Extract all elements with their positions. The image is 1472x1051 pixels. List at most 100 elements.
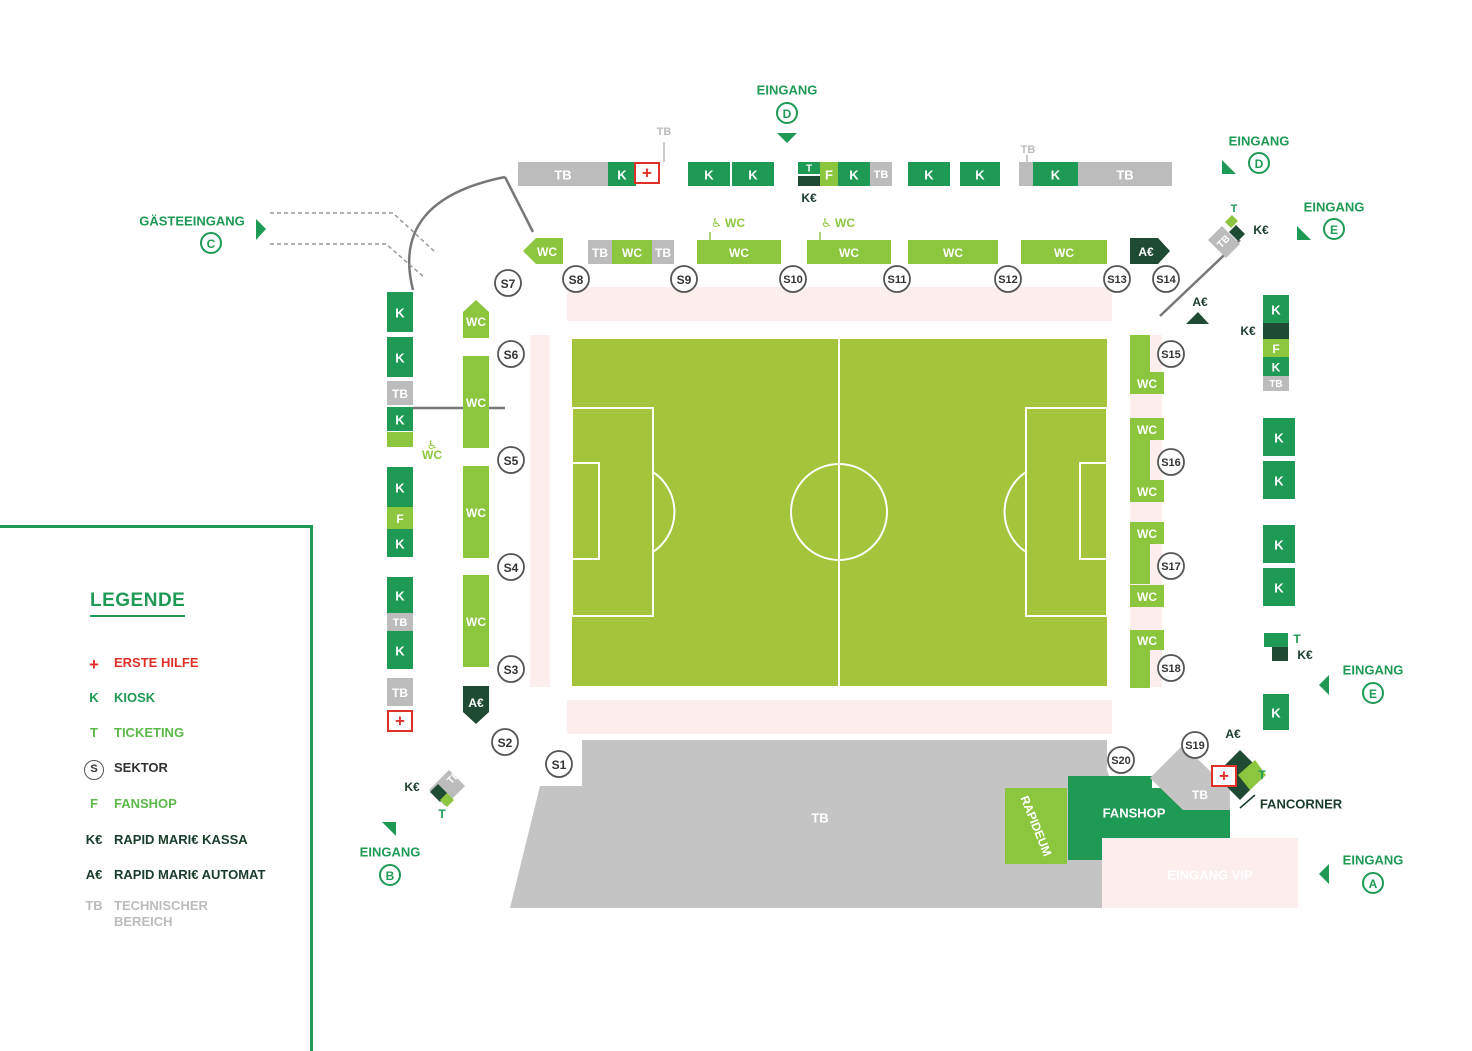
sector-s9-label: S9 — [677, 273, 692, 287]
west-kiosk-6-label: K — [395, 589, 405, 604]
east-tb-label: TB — [1269, 379, 1282, 390]
southwest-kasse-label: K€ — [404, 780, 420, 794]
sector-s15 — [1157, 340, 1185, 368]
fancorner-label: FANCORNER — [1260, 797, 1343, 812]
entrance-e-circle — [1323, 218, 1345, 240]
north-tb-2 — [870, 162, 892, 186]
entrance-e-lower-arrow — [1319, 675, 1329, 695]
first-aid-west-cross: + — [395, 712, 405, 731]
east-fanshop-f-label: F — [1272, 342, 1279, 356]
wc-north-2 — [612, 240, 652, 264]
wc-east-4-label: WC — [1137, 527, 1157, 541]
sector-s19 — [1181, 731, 1209, 759]
sector-s13-label: S13 — [1107, 274, 1127, 286]
north-kiosk-7 — [1033, 162, 1078, 186]
sector-s3 — [497, 655, 525, 683]
tb-southeast-label: TB — [1192, 788, 1208, 802]
legend-item: +ERSTE HILFE — [80, 655, 198, 675]
east-kiosk-1-label: K — [1271, 303, 1281, 318]
sector-s4 — [497, 553, 525, 581]
north-kiosk-2 — [688, 162, 730, 186]
tb-north-b — [652, 240, 674, 264]
sector-s3-label: S3 — [504, 663, 519, 677]
tb-north-a-label: TB — [592, 246, 608, 260]
wc-north-1-label: WC — [537, 245, 557, 259]
wc-west-4-label: WC — [466, 615, 486, 629]
wc-north-3-label: WC — [729, 246, 749, 260]
stand-south-tb — [510, 740, 1152, 908]
wc-north-6 — [1021, 240, 1107, 264]
north-fanshop-f-label: F — [825, 168, 833, 183]
pitch-goal-box-west — [571, 462, 600, 560]
north-kiosk-3-label: K — [748, 168, 758, 183]
wc-north-2-label: WC — [622, 246, 642, 260]
wc-west-3-label: WC — [466, 506, 486, 520]
north-tb-1-label: TB — [554, 168, 571, 183]
automat-north — [1130, 238, 1170, 264]
northeast-kasse — [1229, 225, 1245, 241]
north-ticketing-label: T — [806, 164, 812, 175]
north-ticketing — [798, 162, 820, 174]
wc-west-1 — [463, 300, 489, 338]
east-kiosk-4 — [1263, 461, 1295, 499]
west-kiosk-1 — [387, 292, 413, 332]
tb-southeast — [1150, 745, 1230, 810]
east-kiosk-5-label: K — [1274, 538, 1284, 553]
wc-west-1-label: WC — [466, 315, 486, 329]
sector-s11 — [883, 265, 911, 293]
north-kiosk-4-label: K — [849, 168, 859, 183]
sector-s10-label: S10 — [783, 274, 803, 286]
wc-east-strip-3 — [1130, 544, 1150, 584]
entrance-d-letter: D — [783, 107, 792, 121]
east-kasse-2 — [1272, 647, 1288, 661]
fancorner-pointer — [1239, 794, 1256, 809]
entrance-e-upper-label: EINGANG — [1304, 200, 1365, 215]
wc-east-2-label: WC — [1137, 423, 1157, 437]
stand-west-apron — [530, 335, 550, 687]
first-aid-southeast-cross: + — [1219, 767, 1229, 786]
northeast-ticketing — [1225, 215, 1238, 228]
west-kiosk-7-label: K — [395, 644, 405, 659]
sector-s5-label: S5 — [504, 454, 519, 468]
wc-north-5 — [908, 240, 998, 264]
sector-s14-label: S14 — [1156, 274, 1176, 286]
wc-east-1 — [1130, 372, 1164, 394]
sector-s7-label: S7 — [501, 277, 516, 291]
sector-s18-label: S18 — [1161, 663, 1181, 675]
entrance-d-top-label: EINGANG — [757, 83, 818, 98]
entrance-b-letter: B — [386, 869, 395, 883]
sector-s9 — [670, 265, 698, 293]
north-kiosk-1-label: K — [617, 168, 627, 183]
entrance-d-right-arrow — [1222, 160, 1236, 174]
wc-east-5-label: WC — [1137, 590, 1157, 604]
north-tb-2-label: TB — [874, 169, 889, 181]
east-kiosk-6-label: K — [1274, 581, 1284, 596]
north-tb-pointer-label: TB — [657, 126, 672, 138]
southwest-ticketing-label: T — [438, 807, 446, 821]
west-kiosk-5-label: K — [395, 537, 405, 552]
accessible-wc-west-icon: ♿ — [427, 438, 438, 452]
tb-north-b-label: TB — [655, 246, 671, 260]
sector-s11-label: S11 — [888, 274, 907, 286]
wc-north-3 — [697, 240, 781, 264]
east-kasse-label: K€ — [1240, 324, 1256, 338]
wc-north-1 — [523, 238, 563, 264]
sector-s13 — [1103, 265, 1131, 293]
sector-s12 — [994, 265, 1022, 293]
fancorner-ticket — [1238, 760, 1266, 790]
wc-east-4 — [1130, 522, 1164, 544]
west-fanshop-f — [387, 507, 413, 529]
north-kasse — [798, 176, 820, 186]
east-kiosk-6 — [1263, 568, 1295, 606]
automat-northeast — [1186, 312, 1209, 324]
north-kiosk-3 — [732, 162, 774, 186]
west-kiosk-4 — [387, 467, 413, 507]
sector-s1 — [545, 750, 573, 778]
legend-symbol: + — [89, 655, 99, 674]
